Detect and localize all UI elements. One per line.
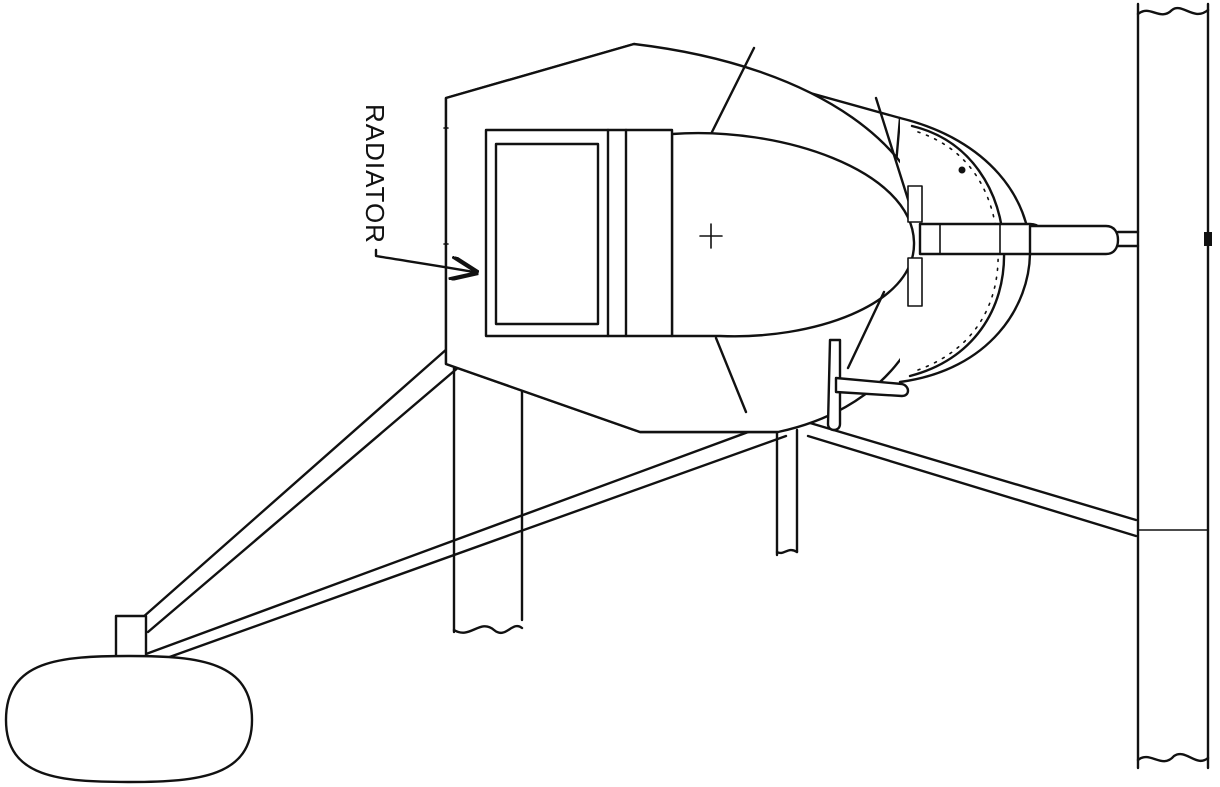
float-tank bbox=[4, 614, 254, 784]
frame-truss bbox=[140, 346, 1138, 666]
lower-strut bbox=[775, 428, 799, 557]
rotor-mast bbox=[907, 185, 1140, 307]
rotor-blade-right bbox=[1136, 2, 1212, 770]
cabin-body bbox=[443, 42, 1032, 434]
radiator-label: RADIATOR bbox=[360, 104, 390, 244]
rotor-blade-left bbox=[452, 358, 524, 634]
radiator-callout: RADIATOR bbox=[360, 104, 474, 272]
exhaust-pipes bbox=[826, 338, 910, 432]
